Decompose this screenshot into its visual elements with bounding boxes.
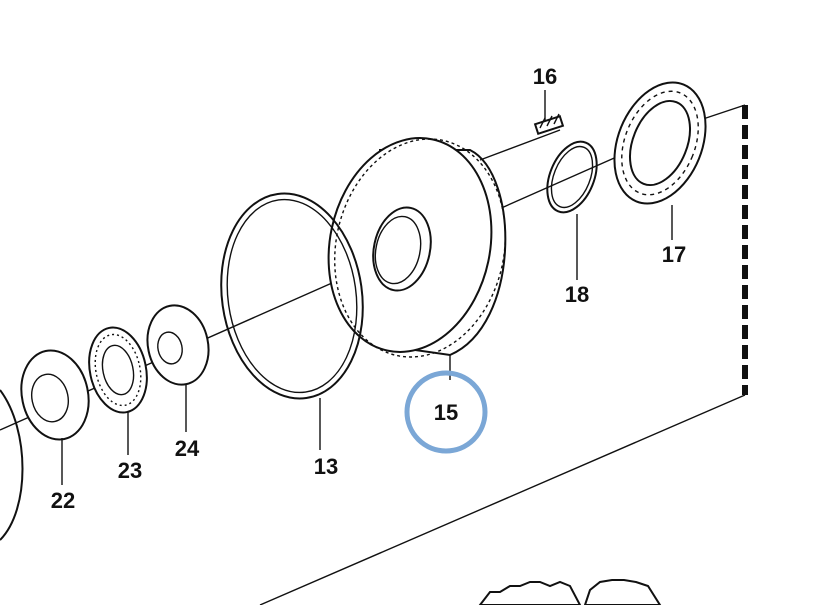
housing-outline <box>259 104 748 605</box>
part-16-spring <box>533 113 565 136</box>
part-18-snap-ring <box>546 140 598 214</box>
callout-22: 22 <box>51 488 75 513</box>
callout-17: 17 <box>662 242 686 267</box>
callout-labels: 16 17 18 15 13 24 23 22 <box>51 64 686 513</box>
part-24-thrust-washer <box>146 304 210 386</box>
leader-lines <box>61 90 673 485</box>
highlight-circle <box>404 370 488 454</box>
part-22-bearing-race <box>20 349 90 441</box>
partial-ring-left <box>0 389 24 541</box>
part-17-lock-plate <box>613 81 707 205</box>
callout-16: 16 <box>533 64 557 89</box>
callout-18: 18 <box>565 282 589 307</box>
callout-23: 23 <box>118 458 142 483</box>
callout-24: 24 <box>175 436 200 461</box>
part-23-needle-bearing <box>88 326 148 414</box>
part-15-drum-gear <box>327 129 561 358</box>
callout-15: 15 <box>434 400 458 425</box>
bottom-gear-partial <box>478 579 662 605</box>
part-13-o-ring <box>220 192 364 400</box>
callout-13: 13 <box>314 454 338 479</box>
